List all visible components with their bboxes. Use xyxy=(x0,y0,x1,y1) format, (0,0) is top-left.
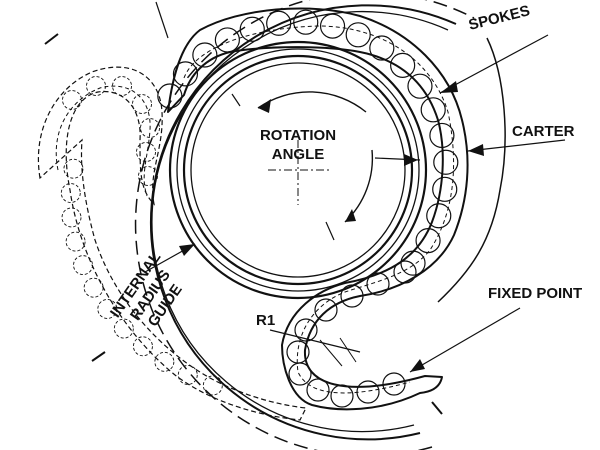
ghost-roller xyxy=(154,351,175,372)
ghost-roller xyxy=(61,207,82,228)
ghost-roller xyxy=(132,336,153,357)
ghost-roller xyxy=(138,166,158,186)
ghost-track-dashed xyxy=(37,66,307,421)
ghost-roller xyxy=(132,94,152,114)
roller xyxy=(390,52,416,78)
roller xyxy=(314,298,338,322)
spoke-track xyxy=(167,7,469,411)
roller xyxy=(293,9,319,35)
roller xyxy=(433,149,459,175)
ghost-roller xyxy=(86,76,106,96)
ghost-roller xyxy=(202,375,223,396)
roller xyxy=(426,203,452,229)
roller xyxy=(330,384,354,408)
ghost-roller xyxy=(113,318,134,339)
roller xyxy=(214,27,240,53)
ghost-roller xyxy=(60,183,81,203)
leader-lines xyxy=(144,1,566,373)
ghost-roller xyxy=(136,142,156,162)
roller xyxy=(382,372,406,396)
roller xyxy=(172,61,199,87)
roller xyxy=(400,250,426,276)
ghost-roller xyxy=(177,364,198,385)
label-fixed-point: FIXED POINT xyxy=(488,285,582,302)
roller xyxy=(356,380,380,404)
roller xyxy=(432,176,458,202)
roller xyxy=(192,42,218,68)
roller xyxy=(266,10,292,36)
ghost-roller xyxy=(63,158,84,179)
roller-chain xyxy=(60,9,459,408)
diagram-labels: SPOKES CARTER ROTATION ANGLE FIXED POINT… xyxy=(107,2,582,330)
roller xyxy=(288,362,312,386)
label-rotation-line2: ANGLE xyxy=(272,146,325,163)
roller xyxy=(407,73,433,99)
outer-casing-rings xyxy=(44,0,506,450)
ghost-roller xyxy=(65,231,86,252)
roller xyxy=(429,122,455,149)
roller xyxy=(306,378,330,402)
roller xyxy=(345,22,371,48)
label-carter: CARTER xyxy=(512,123,575,140)
ghost-roller xyxy=(97,298,118,319)
roller xyxy=(340,284,364,308)
label-spokes: SPOKES xyxy=(467,2,532,34)
roller xyxy=(393,260,417,284)
roller xyxy=(157,83,183,109)
roller xyxy=(239,16,265,42)
roller xyxy=(294,318,318,342)
roller xyxy=(420,97,446,123)
label-rotation-line1: ROTATION xyxy=(260,127,336,144)
roller xyxy=(319,13,346,39)
roller xyxy=(366,272,390,296)
ghost-roller xyxy=(112,76,132,96)
ghost-roller xyxy=(73,255,93,276)
roller xyxy=(415,228,441,254)
ghost-roller xyxy=(83,277,104,298)
label-r1: R1 xyxy=(256,312,275,329)
ghost-roller xyxy=(62,90,82,110)
ghost-roller xyxy=(140,118,160,138)
rotating-wheel xyxy=(168,40,428,300)
roller xyxy=(369,35,395,61)
